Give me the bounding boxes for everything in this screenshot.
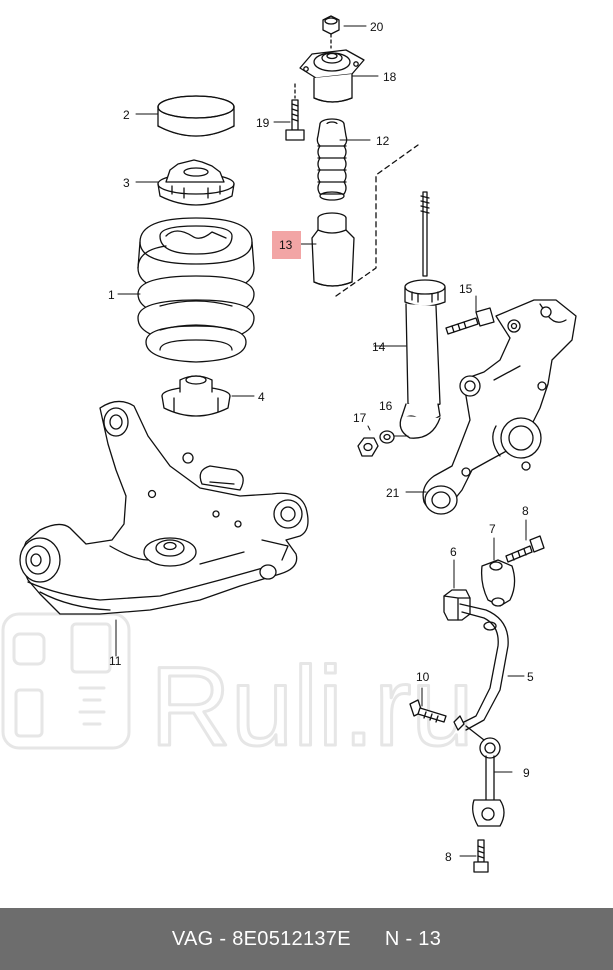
callout-7: 7 xyxy=(489,522,496,536)
callout-17: 17 xyxy=(353,411,367,425)
part-18-strut-mount xyxy=(299,49,365,103)
watermark: Ruli.ru xyxy=(1,612,475,771)
callout-11: 11 xyxy=(109,654,122,668)
parts-diagram: Ruli.ru xyxy=(1,15,577,873)
brand-label: VAG xyxy=(171,927,214,950)
callouts: 20 18 19 12 13 2 3 1 4 14 15 16 17 21 11… xyxy=(108,20,534,864)
part-4-lower-spring-seat xyxy=(161,375,231,417)
callout-16: 16 xyxy=(379,399,393,413)
part-10-bolt xyxy=(409,699,447,723)
part-8-upper-bolt xyxy=(505,535,545,563)
part-8-lower-bolt xyxy=(473,839,489,873)
part-1-coil-spring xyxy=(137,217,255,363)
part-2-spring-pad xyxy=(157,95,235,137)
part-3-upper-spring-seat xyxy=(157,159,235,206)
callout-13: 13 xyxy=(279,238,293,252)
callout-9: 9 xyxy=(523,766,530,780)
part-17-nut xyxy=(357,437,379,457)
callout-3: 3 xyxy=(123,176,130,190)
part-14-shock-absorber xyxy=(399,191,446,439)
callout-2: 2 xyxy=(123,108,130,122)
leader-lines xyxy=(115,25,527,857)
callout-14: 14 xyxy=(372,340,386,354)
part-5-stabilizer-bar xyxy=(453,603,509,731)
part-13-protective-sleeve xyxy=(311,212,355,287)
callout-6: 6 xyxy=(450,545,457,559)
part-info-footer: VAG - 8E0512137E N - 13 xyxy=(0,908,613,970)
callout-19: 19 xyxy=(256,116,270,130)
part-7-bushing-bracket xyxy=(480,559,516,607)
part-16-washer xyxy=(379,430,395,444)
callout-20: 20 xyxy=(370,20,384,34)
part-20-nut xyxy=(322,15,340,49)
part-11-lower-control-arm xyxy=(19,400,309,615)
callout-8-upper: 8 xyxy=(522,504,529,518)
part-21-wheel-bearing-housing xyxy=(422,299,577,515)
part-12-bump-stop xyxy=(316,118,348,201)
callout-8-lower: 8 xyxy=(445,850,452,864)
kit-boundary xyxy=(335,144,419,297)
callout-5: 5 xyxy=(527,670,534,684)
callout-1: 1 xyxy=(108,288,115,302)
callout-21: 21 xyxy=(386,486,400,500)
part-number: 8E0512137E xyxy=(232,927,351,950)
diagram-position: N - 13 xyxy=(384,927,442,950)
part-13-highlight xyxy=(272,231,301,259)
callout-18: 18 xyxy=(383,70,397,84)
part-15-bolt xyxy=(445,307,495,335)
part-19-bolt xyxy=(285,83,305,141)
callout-10: 10 xyxy=(416,670,430,684)
watermark-text: Ruli.ru xyxy=(150,644,474,769)
callout-15: 15 xyxy=(459,282,473,296)
callout-4: 4 xyxy=(258,390,265,404)
callout-12: 12 xyxy=(376,134,390,148)
part-9-coupling-rod xyxy=(465,725,505,827)
